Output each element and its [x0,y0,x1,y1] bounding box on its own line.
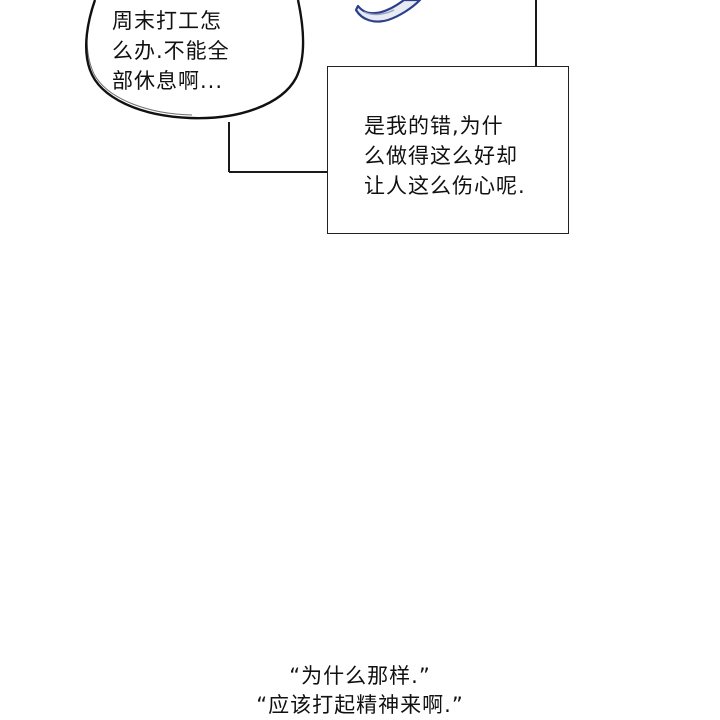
narration-box: 是我的错,为什 么做得这么好却 让人这么伤心呢. [327,66,569,234]
narration-box-text: 是我的错,为什 么做得这么好却 让人这么伤心呢. [364,114,526,198]
caption-line-1: “为什么那样.” [289,664,431,688]
caption-line-2: “应该打起精神来啊.” [256,693,464,717]
thought-bubble-text: 周末打工怎 么办.不能全 部休息啊... [112,9,230,93]
sleeve-fragment [354,0,422,23]
thought-bubble [84,0,305,120]
thought-bubble-outline-accent [86,3,193,116]
